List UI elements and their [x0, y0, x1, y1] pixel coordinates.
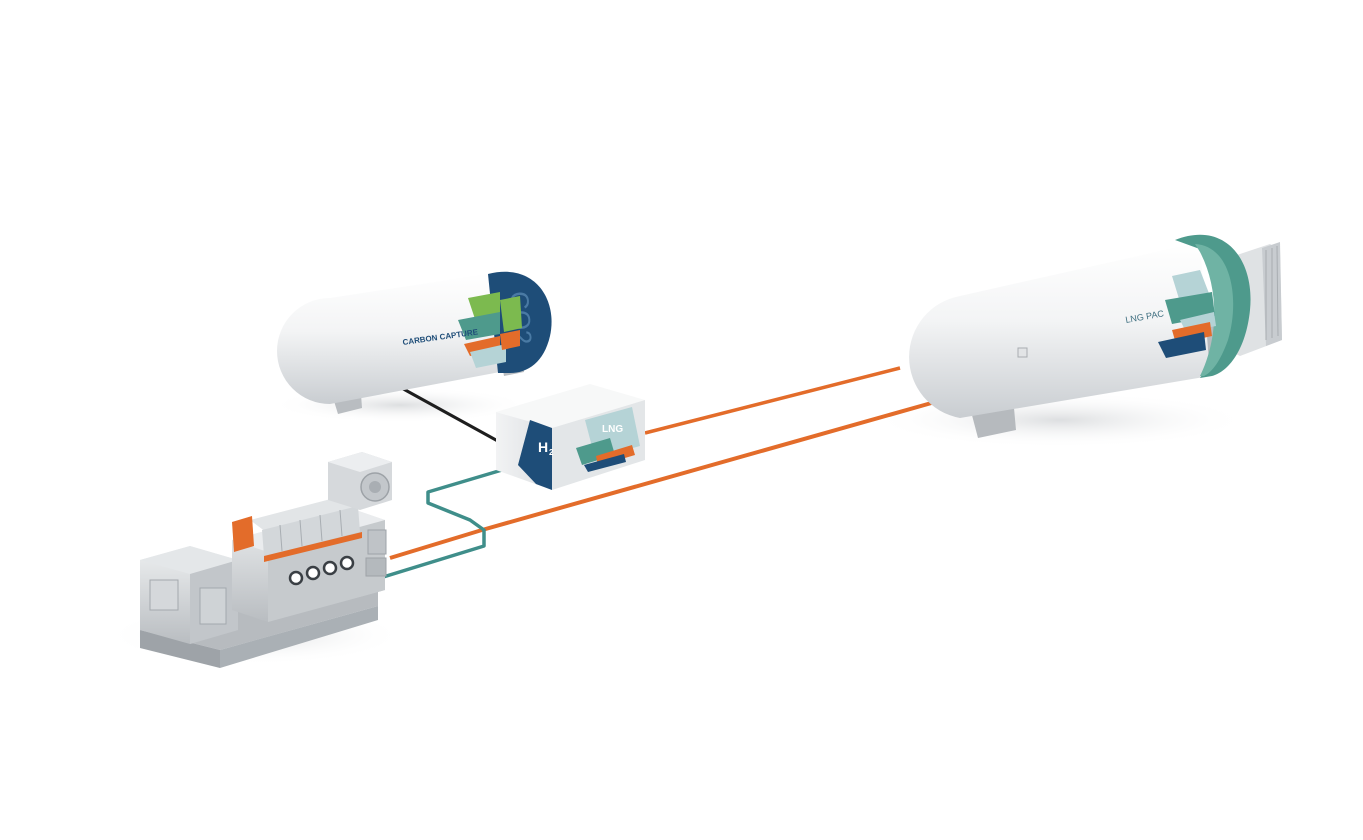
carbon-capture-tank: CO2 CARBON CAPTURE: [277, 271, 552, 414]
engine-block: [232, 452, 392, 622]
co2-pipe: [397, 384, 506, 447]
fuel-pipe-upper: [644, 366, 901, 435]
fuel-conversion-unit: H 2 LNG: [496, 384, 645, 490]
pipework: [379, 366, 936, 580]
lng-box-label: LNG: [602, 424, 623, 435]
generator: [140, 546, 238, 644]
turbocharger: [328, 452, 392, 510]
engine-generator-set: [140, 452, 392, 668]
lng-tank-end-ring: [1175, 234, 1251, 378]
hydrogen-label: H: [538, 439, 548, 455]
lng-pac-tank: LNG PAC: [909, 234, 1282, 438]
hydrogen-subscript: 2: [549, 448, 554, 457]
engine-accent-band: [232, 516, 254, 552]
hydrogen-pipe: [379, 468, 503, 580]
